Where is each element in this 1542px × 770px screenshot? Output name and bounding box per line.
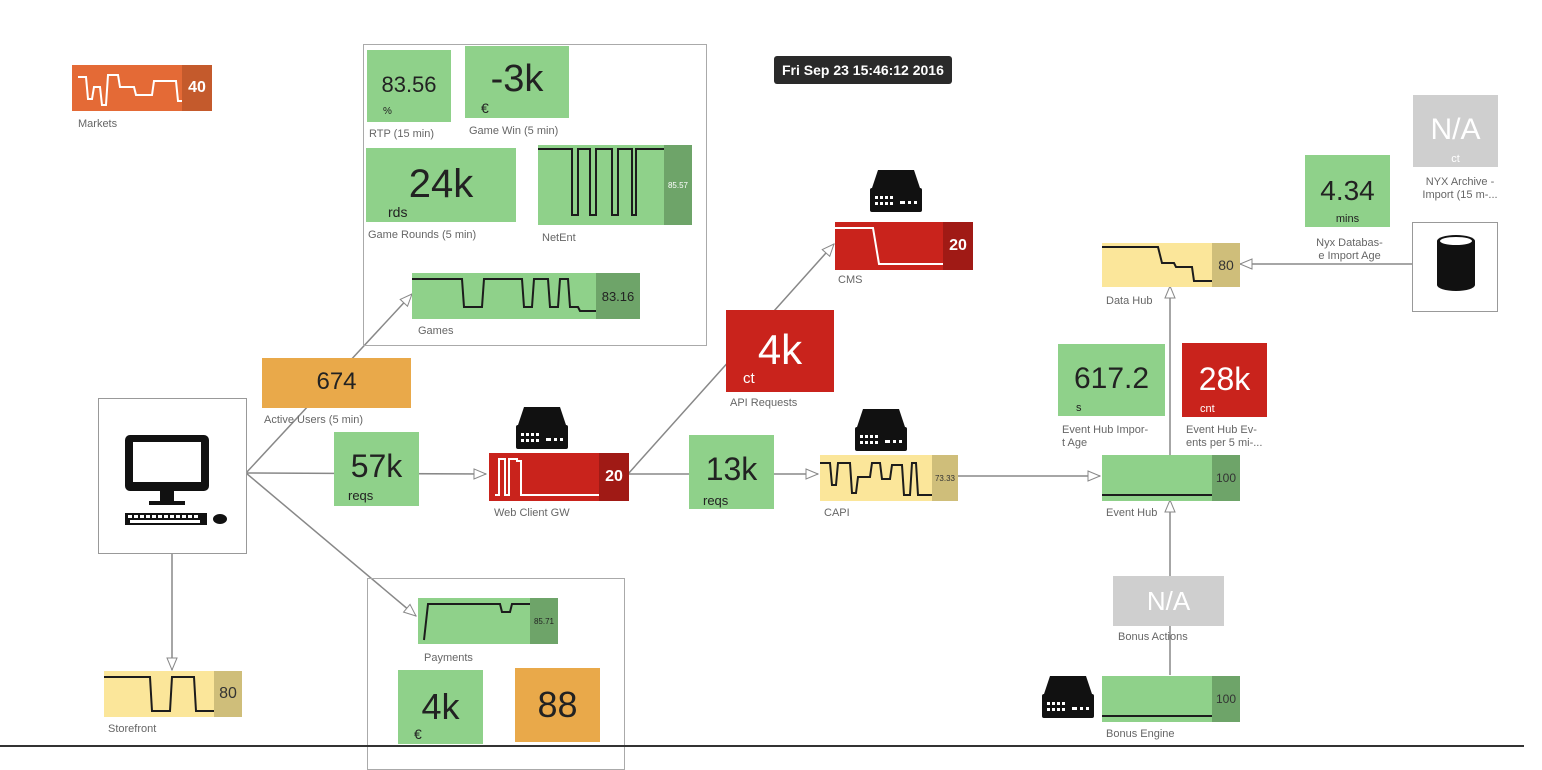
event-hub-import-age-value: 617.2 (1073, 362, 1150, 395)
event-hub-value: 100 (1212, 455, 1240, 501)
nyx-archive-unit: ct (1451, 153, 1460, 165)
game-win-label: Game Win (5 min) (469, 125, 559, 137)
web-client-gw-value: 20 (599, 453, 629, 501)
client-computer-node[interactable] (98, 398, 247, 554)
event-hub-events-tile[interactable]: 28k cnt (1182, 343, 1267, 417)
cms-value: 20 (943, 222, 973, 270)
capi-requests-value: 13k (705, 451, 758, 487)
game-win-tile[interactable]: -3k € (465, 46, 569, 118)
bonus-engine-server-icon (1042, 676, 1094, 718)
payments-other-tile[interactable]: 88 (515, 668, 600, 742)
edge-computer-payments (245, 472, 416, 616)
nyx-db-import-age-label: Nyx Databas- e Import Age (1316, 237, 1383, 262)
capi-sparkline[interactable]: 73.33 (820, 455, 958, 501)
netent-value: 85.57 (664, 145, 692, 225)
web-client-gw-sparkline[interactable]: 20 (489, 453, 629, 501)
nyx-db-import-age-tile[interactable]: 4.34 mins (1305, 155, 1390, 227)
bonus-actions-value: N/A (1146, 586, 1191, 616)
client-requests-tile[interactable]: 57k reqs (334, 432, 419, 506)
event-hub-import-age-unit: s (1076, 402, 1082, 414)
bonus-engine-label: Bonus Engine (1106, 728, 1175, 740)
games-label: Games (418, 325, 454, 337)
game-win-value: -3k (490, 58, 544, 100)
markets-sparkline[interactable]: 40 (72, 65, 212, 111)
event-hub-import-age-label: Event Hub Impor- t Age (1062, 424, 1149, 449)
bonus-actions-tile[interactable]: N/A (1113, 576, 1224, 626)
timestamp: Fri Sep 23 15:46:12 2016 (774, 56, 952, 84)
capi-requests-tile[interactable]: 13k reqs (689, 435, 774, 509)
storefront-value: 80 (214, 671, 242, 717)
storefront-sparkline[interactable]: 80 (104, 671, 242, 717)
game-rounds-unit: rds (388, 204, 408, 220)
api-requests-label: API Requests (730, 397, 798, 409)
event-hub-import-age-tile[interactable]: 617.2 s (1058, 344, 1165, 416)
nyx-database-node[interactable] (1412, 222, 1498, 312)
web-client-gw-label: Web Client GW (494, 507, 570, 519)
database-icon (1437, 235, 1475, 291)
netent-label: NetEnt (542, 232, 576, 244)
rtp-tile[interactable]: 83.56 % (367, 50, 451, 122)
nyx-archive-tile[interactable]: N/A ct (1413, 95, 1498, 167)
cms-server-icon (870, 170, 922, 212)
desktop-computer-icon (125, 435, 227, 525)
markets-value: 40 (182, 65, 212, 111)
payments-other-value: 88 (537, 684, 578, 725)
capi-label: CAPI (824, 507, 850, 519)
games-group (363, 44, 707, 346)
event-hub-sparkline[interactable]: 100 (1102, 455, 1240, 501)
nyx-archive-label: NYX Archive - Import (15 m-... (1422, 176, 1498, 201)
active-users-value: 674 (316, 368, 357, 395)
bonus-engine-sparkline[interactable]: 100 (1102, 676, 1240, 722)
client-requests-unit: reqs (348, 488, 374, 503)
data-hub-label: Data Hub (1106, 295, 1153, 307)
event-hub-events-unit: cnt (1200, 403, 1215, 415)
nyx-archive-value: N/A (1430, 113, 1481, 146)
capi-value: 73.33 (932, 455, 958, 501)
event-hub-label: Event Hub (1106, 507, 1158, 519)
capi-requests-unit: reqs (703, 493, 729, 508)
games-sparkline[interactable]: 83.16 (412, 273, 640, 319)
api-requests-unit: ct (743, 370, 755, 387)
data-hub-sparkline[interactable]: 80 (1102, 243, 1240, 287)
game-rounds-value: 24k (408, 162, 474, 206)
rtp-unit: % (383, 106, 392, 117)
cms-label: CMS (838, 274, 863, 286)
game-rounds-label: Game Rounds (5 min) (368, 229, 477, 241)
payments-sparkline[interactable]: 85.71 (418, 598, 558, 644)
active-users-label: Active Users (5 min) (264, 414, 364, 426)
bonus-engine-value: 100 (1212, 676, 1240, 722)
client-requests-value: 57k (350, 448, 403, 484)
bottom-divider (0, 745, 1524, 747)
payments-amount-value: 4k (421, 686, 460, 727)
netent-sparkline[interactable]: 85.57 (538, 145, 692, 225)
capi-server-icon (855, 409, 907, 451)
nyx-db-import-age-unit: mins (1335, 213, 1360, 225)
bonus-actions-label: Bonus Actions (1118, 631, 1188, 643)
payments-label: Payments (424, 652, 473, 664)
payments-amount-unit: € (414, 726, 422, 742)
payments-value: 85.71 (530, 598, 558, 644)
game-rounds-tile[interactable]: 24k rds (366, 148, 516, 222)
web-client-gw-server-icon (516, 407, 568, 449)
data-hub-value: 80 (1212, 243, 1240, 287)
storefront-label: Storefront (108, 723, 157, 735)
payments-amount-tile[interactable]: 4k € (398, 670, 483, 744)
api-requests-value: 4k (757, 326, 803, 373)
event-hub-events-value: 28k (1198, 361, 1251, 397)
active-users-tile[interactable]: 674 (262, 358, 411, 408)
rtp-label: RTP (15 min) (369, 128, 435, 140)
games-value: 83.16 (596, 273, 640, 319)
nyx-db-import-age-value: 4.34 (1320, 175, 1375, 206)
markets-label: Markets (78, 118, 118, 130)
api-requests-tile[interactable]: 4k ct (726, 310, 834, 392)
game-win-unit: € (481, 100, 489, 116)
cms-sparkline[interactable]: 20 (835, 222, 973, 270)
event-hub-events-label: Event Hub Ev- ents per 5 mi-... (1186, 424, 1263, 449)
rtp-value: 83.56 (381, 72, 437, 97)
